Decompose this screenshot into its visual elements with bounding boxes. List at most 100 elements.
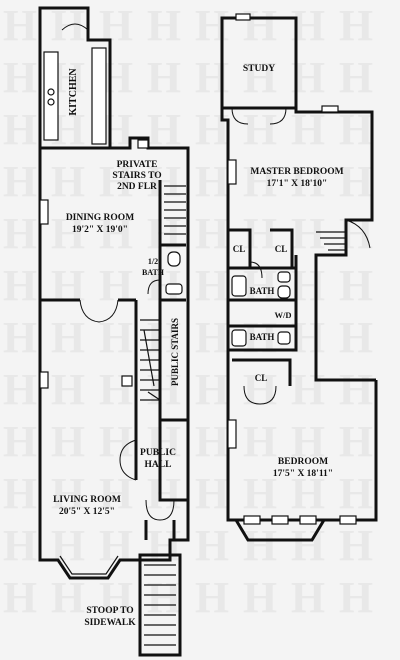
watermark-letter: H [147,417,181,466]
private-stairs-treads [164,185,186,235]
kitchen-counter-left [43,51,59,141]
watermark-letter: H [195,1,229,50]
private-stairs-label-1: PRIVATE [117,160,158,170]
first-floor-plan [38,6,190,657]
watermark-letter: H [99,573,133,622]
window-icon [243,515,261,525]
window-icon [339,515,357,525]
half-bath-label-1: 1/2 [148,257,158,266]
watermark-letter: H [291,157,325,206]
watermark-letter: H [3,157,37,206]
window-icon [299,515,317,525]
watermark-letter: H [51,573,85,622]
closet-lower-label: CL [255,373,268,383]
watermark-letter: H [3,417,37,466]
watermark-letter: H [147,469,181,518]
master-bedroom-label: MASTER BEDROOM [250,167,343,177]
stoop-label-2: SIDEWALK [84,618,136,628]
watermark-letter: H [339,313,373,362]
toilet-icon [277,285,291,299]
watermark-letter: H [51,313,85,362]
watermark-letter: H [147,1,181,50]
watermark-letter: H [3,313,37,362]
upper-stairs-treads [316,231,346,251]
window-icon [271,515,289,525]
watermark-letter: H [291,365,325,414]
watermark-letter: H [339,1,373,50]
watermark-letter: H [51,521,85,570]
watermark-letter: H [99,417,133,466]
watermark-letter: H [3,53,37,102]
public-stairs-label: PUBLIC STAIRS [170,318,180,386]
bedroom-bay-window [234,519,326,542]
fireplace-icon [39,371,49,389]
half-bath-door [147,279,161,295]
watermark-letter: H [99,469,133,518]
double-door-icon [79,299,119,323]
watermark-letter: H [147,157,181,206]
public-hall-label-1: PUBLIC [140,448,176,458]
living-room-label: LIVING ROOM [53,495,121,505]
washer-dryer-label: W/D [275,310,292,320]
watermark-letter: H [195,209,229,258]
private-stairs-label-3: 2ND FLR [117,182,157,192]
watermark-letter: H [339,417,373,466]
watermark-letter: H [339,261,373,310]
dining-room-label: DINING ROOM [66,213,134,223]
watermark-letter: H [147,53,181,102]
watermark-letter: H [99,313,133,362]
closet-left-label: CL [233,244,246,254]
master-bedroom-dims: 17'1" X 18'10" [267,179,328,189]
stoop-label-1: STOOP TO [86,606,133,616]
closet-lower-door [243,385,277,405]
stove-burner-icon [47,98,55,106]
watermark-letter: H [243,105,277,154]
watermark-letter: H [51,209,85,258]
watermark-letter: H [339,209,373,258]
watermark-letter: H [243,469,277,518]
bay-window [59,555,119,575]
kitchen-arch-door [61,23,89,31]
upper-hall-walls [294,255,376,382]
bedroom-dims: 17'5" X 18'11" [273,469,333,479]
watermark-letter: H [147,313,181,362]
watermark-letter: H [147,105,181,154]
watermark-letter: H [195,469,229,518]
sink-icon [165,283,183,295]
watermark-letter: H [339,521,373,570]
watermark-letter: H [243,53,277,102]
fireplace-icon [227,159,237,185]
watermark-letter: H [195,365,229,414]
closet-lower-walls [232,358,292,386]
study-door-icon [231,107,287,125]
private-stairs-label-2: STAIRS TO [112,171,161,181]
watermark-letter: H [243,313,277,362]
watermark-letter: H [99,157,133,206]
fireplace-icon [227,419,237,449]
watermark-letter: H [3,573,37,622]
radiator-icon [137,139,149,149]
bedroom-label: BEDROOM [278,457,328,467]
watermark-letter: H [3,365,37,414]
bathtub-icon [231,329,247,347]
public-stairs-treads [140,319,161,401]
public-hall-label-2: HALL [145,460,172,470]
watermark-letter: H [339,573,373,622]
stairs-landing-door [345,219,371,249]
watermark-letter: H [339,157,373,206]
closet-door [249,261,263,279]
watermark-letter: H [243,417,277,466]
fireplace-icon [121,375,133,387]
watermark-letter: H [339,469,373,518]
watermark-letter: H [99,521,133,570]
study-window-icon [235,13,251,21]
vestibule-door-icon [145,499,175,521]
watermark-letter: H [339,53,373,102]
stoop [138,553,182,657]
second-floor-plan [220,13,378,542]
watermark-letter: H [3,261,37,310]
watermark-letter: H [243,365,277,414]
watermark-letter: H [243,209,277,258]
